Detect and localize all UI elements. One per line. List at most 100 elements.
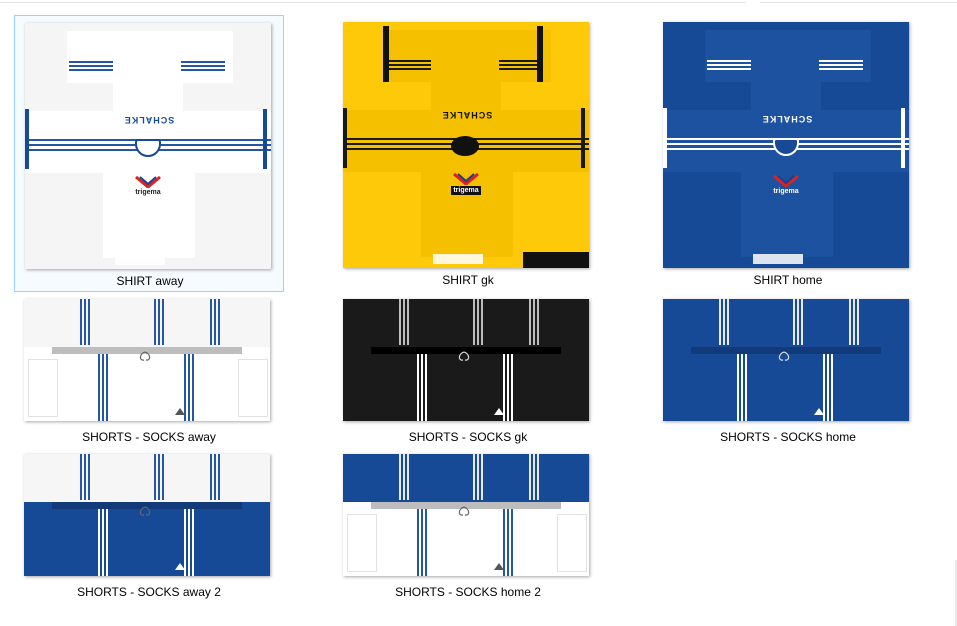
sponsor-text: trigema bbox=[135, 189, 161, 196]
waistband bbox=[52, 502, 242, 509]
hem-label bbox=[433, 254, 483, 264]
right-sleeve bbox=[177, 31, 233, 83]
sock-stripe bbox=[853, 299, 855, 345]
sleeve-stripe bbox=[181, 69, 225, 71]
sock-stripe bbox=[477, 299, 479, 345]
shorts-stripe bbox=[98, 509, 100, 576]
sock-stripe bbox=[529, 454, 531, 500]
club-wordmark: SCHALKE bbox=[123, 115, 175, 125]
file-thumbnail bbox=[343, 299, 589, 421]
sock-stripe bbox=[727, 299, 729, 345]
side-trim-left bbox=[343, 108, 347, 168]
brand-trefoil-icon bbox=[493, 403, 505, 421]
scrollbar-track[interactable] bbox=[955, 560, 957, 626]
leg-outline bbox=[347, 514, 377, 572]
sleeve-stripe bbox=[819, 64, 863, 66]
sock-stripe bbox=[849, 299, 851, 345]
sock-stripe bbox=[158, 454, 160, 500]
brand-trefoil-icon bbox=[174, 558, 186, 576]
sponsor-logo-icon bbox=[453, 172, 479, 186]
sock-stripe bbox=[537, 299, 539, 345]
file-item[interactable]: SHORTS - SOCKS home 2 bbox=[333, 452, 603, 603]
drawstring-icon bbox=[775, 351, 793, 370]
shorts-stripe bbox=[98, 354, 100, 421]
socks-area bbox=[24, 454, 270, 502]
sleeve-stripe bbox=[819, 60, 863, 62]
sleeve-stripe bbox=[387, 60, 431, 62]
file-thumbnail: SCHALKE trigema bbox=[25, 23, 271, 269]
sock-stripe bbox=[214, 454, 216, 500]
file-name: SHORTS - SOCKS home 2 bbox=[395, 585, 541, 599]
sponsor-text: trigema bbox=[451, 186, 481, 195]
brand-trefoil-icon bbox=[493, 558, 505, 576]
shorts-stripe bbox=[511, 509, 513, 576]
sock-stripe bbox=[481, 299, 483, 345]
sock-stripe bbox=[154, 299, 156, 345]
sleeve-stripe bbox=[499, 60, 543, 62]
shorts-stripe bbox=[425, 509, 427, 576]
file-item[interactable]: SHORTS - SOCKS away 2 bbox=[14, 452, 284, 603]
shorts-stripe bbox=[184, 509, 186, 576]
file-name: SHORTS - SOCKS away bbox=[82, 430, 216, 444]
sock-stripe bbox=[214, 299, 216, 345]
hem-label bbox=[115, 255, 165, 265]
brand-trefoil-icon bbox=[174, 403, 186, 421]
waistband bbox=[691, 347, 881, 354]
file-name: SHIRT home bbox=[753, 273, 823, 287]
leg-outline bbox=[28, 359, 58, 417]
shorts-stripe bbox=[106, 509, 108, 576]
file-item[interactable]: SHORTS - SOCKS home bbox=[653, 297, 923, 448]
sock-stripe bbox=[210, 299, 212, 345]
leg-outline bbox=[557, 514, 587, 572]
file-name: SHORTS - SOCKS away 2 bbox=[77, 585, 221, 599]
front-panel bbox=[431, 30, 501, 110]
sock-stripe bbox=[481, 454, 483, 500]
collar-left-bar bbox=[383, 26, 389, 82]
leg-outline bbox=[238, 359, 268, 417]
hem-block bbox=[523, 252, 589, 268]
sock-stripe bbox=[399, 299, 401, 345]
shorts-stripe bbox=[823, 354, 825, 421]
shorts-stripe bbox=[421, 509, 423, 576]
drawstring-icon bbox=[455, 351, 473, 370]
shorts-stripe bbox=[417, 509, 419, 576]
sleeve-stripe bbox=[69, 65, 113, 67]
sleeve-stripe bbox=[181, 61, 225, 63]
sock-stripe bbox=[797, 299, 799, 345]
sock-stripe bbox=[723, 299, 725, 345]
waistband bbox=[52, 347, 242, 354]
neck-hole bbox=[451, 136, 479, 156]
file-name: SHIRT gk bbox=[442, 273, 494, 287]
top-border-right bbox=[760, 0, 957, 3]
side-trim-left bbox=[25, 109, 29, 169]
hem-label bbox=[753, 254, 803, 264]
club-crest-icon bbox=[135, 139, 161, 157]
shorts-stripe bbox=[503, 509, 505, 576]
file-thumbnail bbox=[24, 454, 270, 576]
right-sleeve bbox=[815, 30, 871, 82]
file-item[interactable]: SHORTS - SOCKS gk bbox=[333, 297, 603, 448]
front-panel bbox=[113, 31, 183, 111]
club-wordmark: SCHALKE bbox=[761, 114, 813, 124]
back-panel bbox=[421, 157, 513, 257]
brand-trefoil-icon bbox=[813, 403, 825, 421]
drawstring-icon bbox=[455, 506, 473, 525]
sock-stripe bbox=[399, 454, 401, 500]
drawstring-icon bbox=[136, 351, 154, 370]
club-crest-icon bbox=[773, 138, 799, 156]
sleeve-stripe bbox=[387, 68, 431, 70]
side-trim-right bbox=[901, 108, 905, 168]
shorts-stripe bbox=[192, 509, 194, 576]
shorts-stripe bbox=[831, 354, 833, 421]
top-border-left bbox=[0, 0, 746, 3]
window-top-border bbox=[0, 0, 957, 3]
sock-stripe bbox=[154, 454, 156, 500]
socks-area bbox=[663, 299, 909, 347]
file-thumbnail bbox=[24, 299, 270, 421]
file-item[interactable]: SHORTS - SOCKS away bbox=[14, 297, 284, 448]
sock-stripe bbox=[80, 299, 82, 345]
